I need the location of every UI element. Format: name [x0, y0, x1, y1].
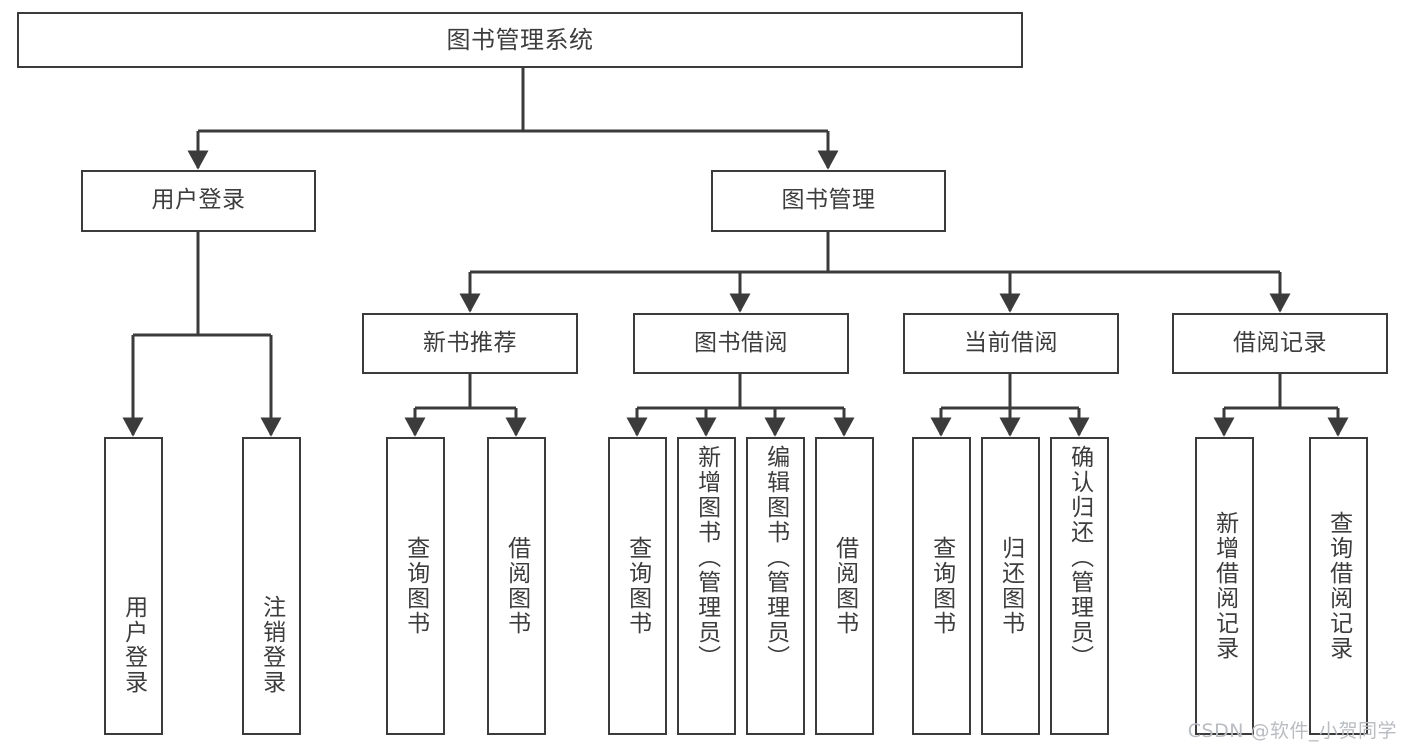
node-label: 新书推荐: [423, 329, 517, 356]
node-leaf-query-book-borrow[interactable]: 查询图书: [608, 437, 667, 735]
node-label: 当前借阅: [964, 329, 1058, 356]
node-label: 借阅图书: [503, 536, 530, 636]
node-leaf-query-book-recommend[interactable]: 查询图书: [386, 437, 445, 735]
node-leaf-query-borrow-record[interactable]: 查询借阅记录: [1309, 437, 1368, 735]
node-leaf-confirm-return-admin[interactable]: 确认归还（管理员）: [1050, 437, 1109, 735]
node-leaf-edit-book-admin[interactable]: 编辑图书（管理员）: [746, 437, 805, 735]
node-label: 查询图书: [624, 536, 651, 636]
node-leaf-user-login[interactable]: 用户登录: [104, 437, 163, 735]
node-user-login[interactable]: 用户登录: [81, 170, 316, 232]
node-label: 借阅图书: [831, 536, 858, 636]
node-new-book-recommend[interactable]: 新书推荐: [362, 313, 578, 374]
node-book-management[interactable]: 图书管理: [711, 170, 946, 232]
node-leaf-query-book-current[interactable]: 查询图书: [912, 437, 971, 735]
node-label: 编辑图书（管理员）: [762, 445, 789, 670]
node-label: 归还图书: [997, 536, 1024, 636]
node-label: 注销登录: [258, 595, 285, 695]
node-label: 图书借阅: [694, 329, 788, 356]
node-leaf-add-book-admin[interactable]: 新增图书（管理员）: [677, 437, 736, 735]
watermark-text: CSDN @软件_小贺同学: [1187, 720, 1397, 742]
node-label: 查询图书: [402, 536, 429, 636]
node-label: 查询借阅记录: [1325, 511, 1352, 661]
node-leaf-borrow-book[interactable]: 借阅图书: [815, 437, 874, 735]
node-label: 图书管理: [781, 187, 876, 214]
node-book-borrow[interactable]: 图书借阅: [633, 313, 849, 374]
node-label: 确认归还（管理员）: [1066, 445, 1093, 670]
node-leaf-return-book[interactable]: 归还图书: [981, 437, 1040, 735]
node-leaf-logout[interactable]: 注销登录: [242, 437, 301, 735]
node-label: 用户登录: [151, 187, 246, 214]
node-label: 新增借阅记录: [1211, 511, 1238, 661]
node-borrow-record[interactable]: 借阅记录: [1172, 313, 1388, 374]
node-label: 查询图书: [928, 536, 955, 636]
node-leaf-add-borrow-record[interactable]: 新增借阅记录: [1195, 437, 1254, 735]
node-label: 借阅记录: [1233, 329, 1327, 356]
node-root-book-management-system[interactable]: 图书管理系统: [17, 12, 1023, 68]
node-leaf-borrow-book-recommend[interactable]: 借阅图书: [487, 437, 546, 735]
node-current-borrow[interactable]: 当前借阅: [903, 313, 1119, 374]
node-label: 用户登录: [120, 595, 147, 695]
node-label: 新增图书（管理员）: [693, 445, 720, 670]
node-label: 图书管理系统: [446, 25, 594, 54]
